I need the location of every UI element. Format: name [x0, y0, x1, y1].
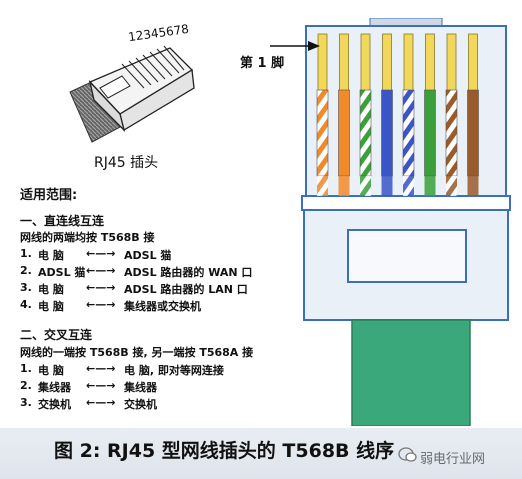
- caption-bar: [0, 428, 522, 479]
- row-number: 1.: [20, 247, 32, 260]
- row-left-device: 交换机: [38, 398, 71, 411]
- straight-heading: 一、直连线互连: [20, 214, 105, 228]
- cross-heading: 二、交叉互连: [20, 328, 93, 342]
- row-left-device: 电 脑: [38, 249, 64, 262]
- wire-tail: [403, 176, 414, 196]
- plug-caption: RJ45 插头: [94, 155, 159, 171]
- double-arrow-icon: ←—→: [86, 396, 116, 409]
- row-number: 2.: [20, 264, 32, 277]
- connection-row: 3. 电 脑 ←—→ ADSL 路由器的 LAN 口: [20, 281, 300, 297]
- wire: [316, 89, 329, 177]
- straight-note: 网线的两端均按 T568B 接: [20, 231, 155, 244]
- row-left-device: 电 脑: [38, 364, 64, 377]
- wire-tail: [360, 176, 371, 196]
- double-arrow-icon: ←—→: [86, 264, 116, 277]
- double-arrow-icon: ←—→: [86, 281, 116, 294]
- row-left-device: 电 脑: [38, 283, 64, 296]
- row-right-device: ADSL 路由器的 WAN 口: [124, 266, 253, 279]
- wire: [445, 89, 458, 177]
- wire: [467, 89, 479, 177]
- double-arrow-icon: ←—→: [86, 379, 116, 392]
- row-number: 1.: [20, 362, 32, 375]
- wire: [381, 89, 393, 177]
- wire-tail: [424, 176, 436, 196]
- wire-tail: [446, 176, 457, 196]
- cross-note: 网线的一端按 T568B 接, 另一端按 T568A 接: [20, 346, 254, 359]
- wire: [402, 89, 415, 177]
- contact-pin: [403, 33, 414, 99]
- cable-jacket: [351, 319, 471, 426]
- double-arrow-icon: ←—→: [86, 247, 116, 260]
- connector-mid-band: [301, 195, 511, 211]
- wire-tail: [381, 176, 393, 196]
- row-number: 3.: [20, 281, 32, 294]
- connection-row: 2. ADSL 猫←—→ ADSL 路由器的 WAN 口: [20, 264, 300, 280]
- wire: [359, 89, 372, 177]
- rj45-connector-diagram: [301, 18, 511, 426]
- row-number: 3.: [20, 396, 32, 409]
- row-right-device: 集线器: [124, 381, 157, 394]
- row-right-device: ADSL 猫: [124, 249, 172, 262]
- double-arrow-icon: ←—→: [86, 362, 116, 375]
- row-number: 4.: [20, 298, 32, 311]
- usage-heading: 适用范围:: [20, 188, 78, 203]
- double-arrow-icon: ←—→: [86, 298, 116, 311]
- row-right-device: 集线器或交换机: [124, 300, 201, 313]
- connection-row: 1. 电 脑 ←—→ ADSL 猫: [20, 247, 300, 263]
- contact-pin: [446, 33, 457, 99]
- row-number: 2.: [20, 379, 32, 392]
- wire: [338, 89, 350, 177]
- contact-pin: [425, 33, 435, 99]
- row-left-device: ADSL 猫: [38, 266, 86, 279]
- connection-row: 3. 交换机 ←—→ 交换机: [20, 396, 300, 412]
- row-right-device: 交换机: [124, 398, 157, 411]
- contact-pin: [360, 33, 371, 99]
- wire-tail: [317, 176, 328, 196]
- pin1-label: 第 1 脚: [240, 56, 285, 71]
- pin1-arrow: [270, 41, 320, 51]
- contact-pin: [382, 33, 392, 99]
- row-right-device: 电 脑, 即对等网连接: [124, 364, 224, 377]
- figure-title: 图 2: RJ45 型网线插头的 T568B 线序: [54, 440, 395, 462]
- wechat-icon: [398, 447, 417, 462]
- contact-pin: [339, 33, 349, 99]
- contact-pin: [468, 33, 478, 99]
- connector-window: [347, 229, 467, 283]
- wire: [424, 89, 436, 177]
- row-left-device: 电 脑: [38, 300, 64, 313]
- wire-tail: [467, 176, 479, 196]
- watermark: 弱电行业网: [420, 452, 486, 467]
- rj45-plug-icon: [69, 45, 195, 143]
- row-left-device: 集线器: [38, 381, 71, 394]
- wire-tail: [338, 176, 350, 196]
- connection-row: 2. 集线器 ←—→ 集线器: [20, 379, 300, 395]
- connection-row: 4. 电 脑 ←—→ 集线器或交换机: [20, 298, 300, 314]
- connection-row: 1. 电 脑 ←—→ 电 脑, 即对等网连接: [20, 362, 300, 378]
- row-right-device: ADSL 路由器的 LAN 口: [124, 283, 248, 296]
